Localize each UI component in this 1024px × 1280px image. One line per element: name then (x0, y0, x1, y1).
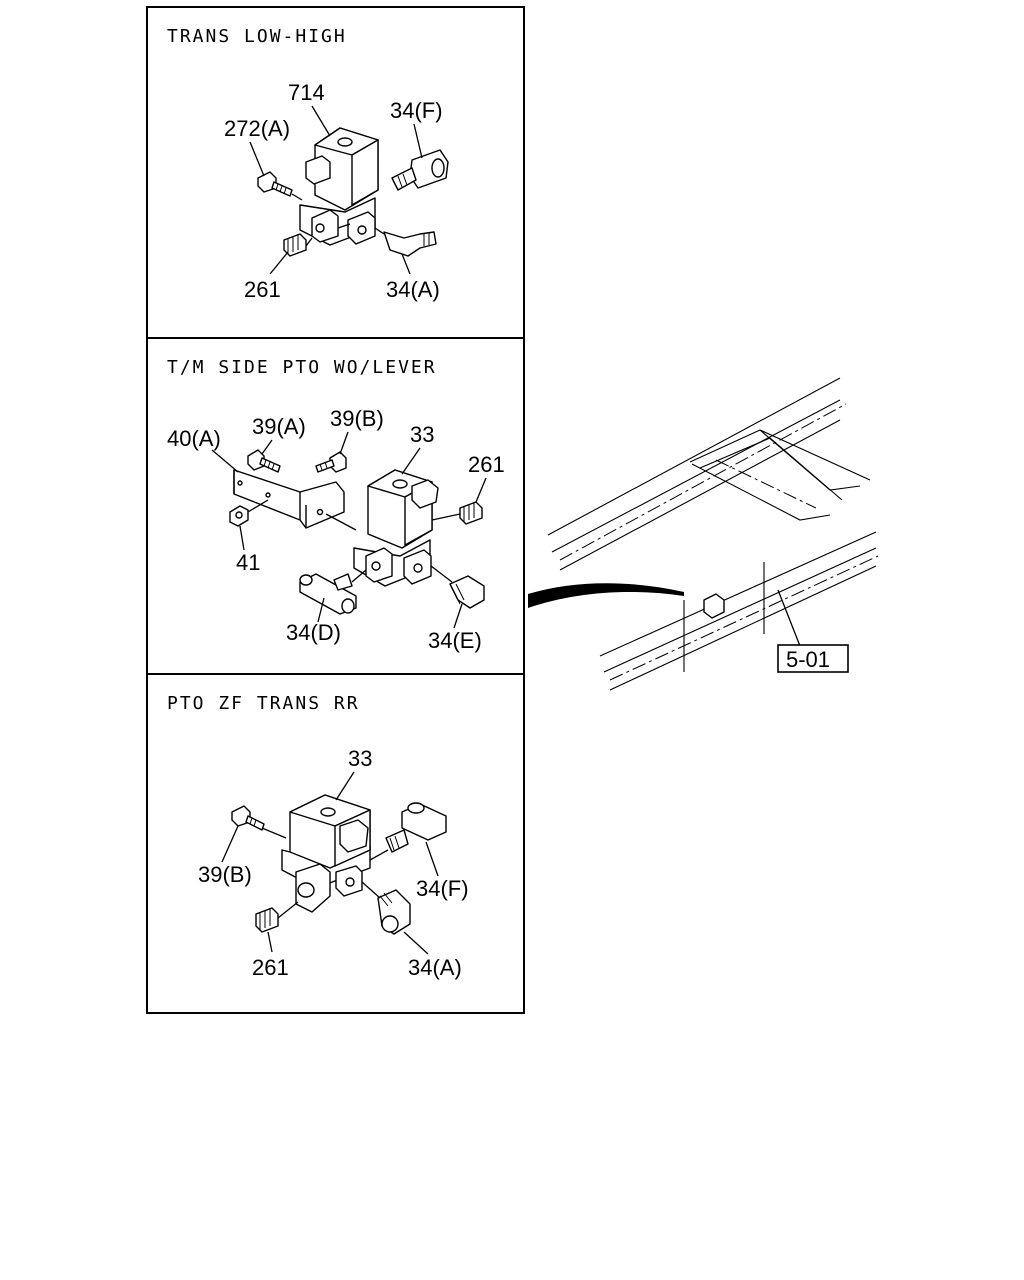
detail-pointer-arc (528, 583, 684, 608)
plug-261 (459, 501, 483, 525)
leader-261 (269, 251, 289, 275)
leader-714 (311, 105, 331, 137)
solenoid-valve-714 (299, 127, 379, 246)
reference-label: 5-01 (786, 647, 830, 672)
panel-title: TRANS LOW-HIGH (167, 26, 347, 47)
chassis-frame-view: 5-01 (528, 377, 879, 691)
leader-272a (249, 141, 265, 177)
callout-39b: 39(B) (330, 406, 384, 431)
panel-tm-side-pto: T/M SIDE PTO WO/LEVER (167, 357, 505, 653)
fitting-34f (385, 802, 447, 853)
frame-centerline-upper (559, 403, 847, 561)
elbow-34a (383, 231, 437, 257)
elbow-34e (449, 575, 485, 609)
plug-261 (255, 907, 279, 933)
leader-34a (401, 253, 411, 275)
frame-rail-upper (547, 377, 841, 571)
solenoid-valve-33 (353, 469, 439, 587)
panel-frames (146, 6, 525, 1014)
assembly-guide-lines (291, 193, 385, 247)
panels-outer-border (146, 6, 525, 1014)
panel-trans-low-high: TRANS LOW-HIGH (167, 26, 449, 302)
leader-34f (425, 841, 439, 877)
leader-39b (339, 431, 349, 455)
callout-34a: 34(A) (386, 277, 440, 302)
leader-261 (475, 477, 487, 503)
elbow-34a (377, 889, 411, 935)
crossmember (689, 429, 871, 521)
callout-714: 714 (288, 80, 325, 105)
bolt-39b (315, 451, 347, 473)
nut-41 (229, 505, 249, 527)
callout-33: 33 (410, 422, 434, 447)
bolt-39a (247, 449, 281, 473)
leader-34e (453, 603, 463, 629)
callout-34f: 34(F) (416, 876, 469, 901)
assembly-guide-lines (247, 499, 461, 583)
leader-39b (221, 825, 239, 863)
bolt-272a (257, 171, 293, 197)
leader-33 (335, 771, 355, 801)
panel-title: PTO ZF TRANS RR (167, 693, 360, 714)
callout-40a: 40(A) (167, 426, 221, 451)
leader-39a (261, 439, 273, 455)
panel-title: T/M SIDE PTO WO/LEVER (167, 357, 437, 378)
crossmember-centerline (715, 459, 817, 509)
callout-261: 261 (252, 955, 289, 980)
leader-261 (267, 931, 273, 953)
callout-33: 33 (348, 746, 372, 771)
panel-pto-zf-trans-rr: PTO ZF TRANS RR (167, 693, 469, 980)
callout-34d: 34(D) (286, 620, 341, 645)
plug-261 (283, 233, 307, 257)
leader-41 (239, 525, 245, 551)
callout-39a: 39(A) (252, 414, 306, 439)
bolt-39b (231, 805, 265, 831)
callout-39b: 39(B) (198, 862, 252, 887)
bracket-40a (233, 469, 345, 529)
callout-34f: 34(F) (390, 98, 443, 123)
leader-34a (403, 931, 429, 955)
callout-261: 261 (468, 452, 505, 477)
frame-rail-lower (599, 531, 877, 691)
frame-section-lines (683, 562, 765, 672)
callout-34a: 34(A) (408, 955, 462, 980)
callout-261: 261 (244, 277, 281, 302)
assembly-guide-lines (261, 827, 389, 919)
leader-reference (777, 589, 801, 647)
leader-34d (317, 597, 325, 623)
callout-41: 41 (236, 550, 260, 575)
leader-34f (413, 123, 423, 159)
reference-box (777, 644, 849, 673)
callout-272a: 272(A) (224, 116, 290, 141)
leader-40a (211, 449, 239, 473)
fitting-34f (391, 149, 449, 191)
callout-34e: 34(E) (428, 628, 482, 653)
solenoid-valve-33 (281, 794, 371, 913)
leader-33 (401, 447, 421, 475)
frame-mounted-valve (703, 593, 725, 619)
fitting-34d (299, 573, 357, 615)
